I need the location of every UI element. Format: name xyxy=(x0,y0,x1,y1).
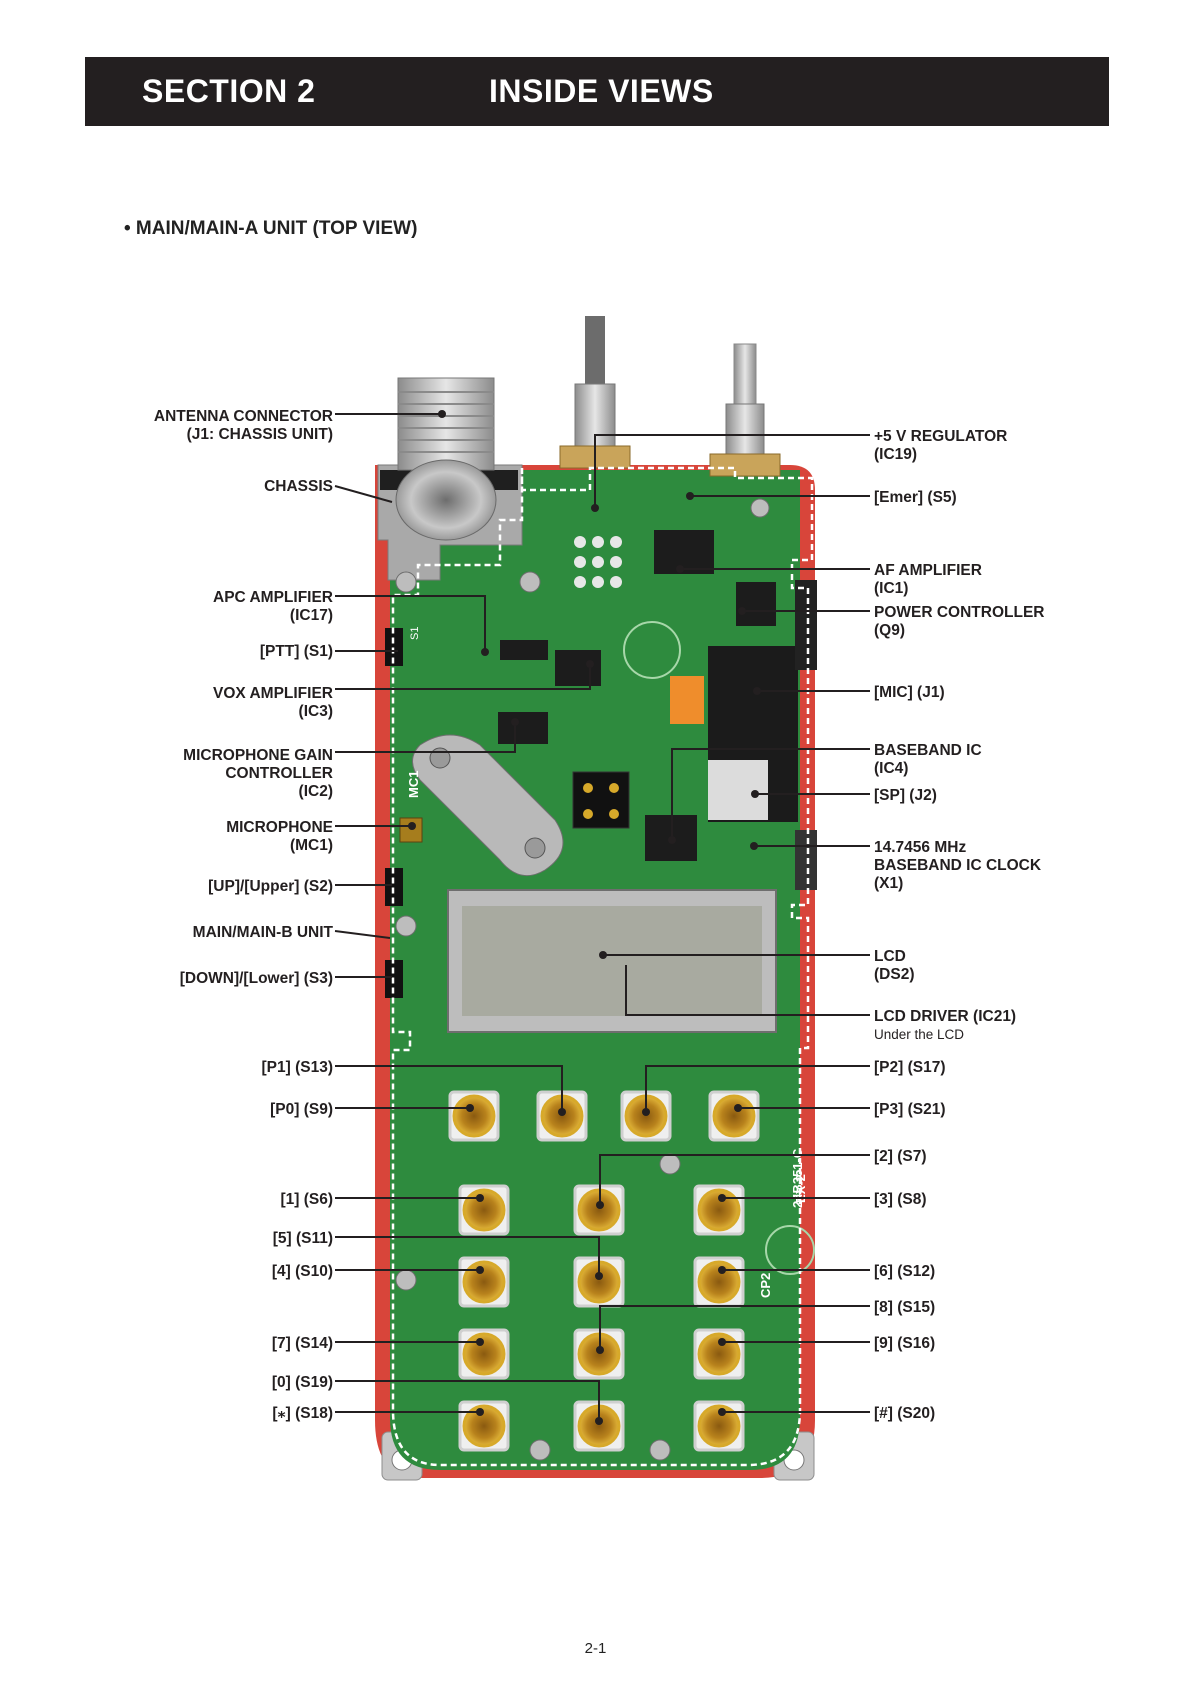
label-lcd-driver: LCD DRIVER (IC21) xyxy=(874,1008,1016,1025)
label-p2: [P2] (S17) xyxy=(874,1059,946,1076)
knob-shaft-1 xyxy=(585,316,605,386)
label-emer: [Emer] (S5) xyxy=(874,489,957,506)
label-key-2: [2] (S7) xyxy=(874,1148,927,1165)
label-key-8: [8] (S15) xyxy=(874,1299,935,1316)
label-power-controller: POWER CONTROLLER(Q9) xyxy=(874,604,1045,639)
unit-outline xyxy=(391,466,814,1467)
leader-dots xyxy=(408,410,761,1425)
silkscreen-cp2: CP2 xyxy=(758,1273,773,1298)
silkscreen-mc1: MC1 xyxy=(406,771,421,798)
label-5v-regulator: +5 V REGULATOR(IC19) xyxy=(874,428,1007,463)
label-sp-jack: [SP] (J2) xyxy=(874,787,937,804)
label-key-star: [⁎] (S18) xyxy=(272,1405,333,1422)
label-vox-amplifier: VOX AMPLIFIER(IC3) xyxy=(213,685,333,720)
label-chassis: CHASSIS xyxy=(264,478,333,495)
labels-right: +5 V REGULATOR(IC19) [Emer] (S5) AF AMPL… xyxy=(874,428,1045,1422)
label-p3: [P3] (S21) xyxy=(874,1101,946,1118)
pcb-illustration: S1 MC1 CP2 24B351-C EX-2 xyxy=(375,316,817,1481)
label-ptt: [PTT] (S1) xyxy=(260,643,333,660)
label-p0: [P0] (S9) xyxy=(270,1101,333,1118)
label-baseband-ic: BASEBAND IC(IC4) xyxy=(874,742,982,777)
page-number: 2-1 xyxy=(584,1640,607,1657)
section-title: INSIDE VIEWS xyxy=(489,73,714,109)
label-key-7: [7] (S14) xyxy=(272,1335,333,1352)
lcd-screen xyxy=(462,906,762,1016)
knob-shaft-2 xyxy=(733,343,757,405)
knob-body-2 xyxy=(725,403,765,455)
label-key-6: [6] (S12) xyxy=(874,1263,935,1280)
label-key-5: [5] (S11) xyxy=(273,1230,333,1247)
label-key-0: [0] (S19) xyxy=(272,1374,333,1391)
label-lcd: LCD(DS2) xyxy=(874,948,914,983)
label-key-hash: [#] (S20) xyxy=(874,1405,935,1422)
labels-left: ANTENNA CONNECTOR(J1: CHASSIS UNIT) CHAS… xyxy=(154,408,334,1422)
label-key-9: [9] (S16) xyxy=(874,1335,935,1352)
label-mic-jack: [MIC] (J1) xyxy=(874,684,945,701)
leader-lines xyxy=(334,413,870,1421)
microphone-element xyxy=(399,817,423,843)
label-antenna-connector: ANTENNA CONNECTOR(J1: CHASSIS UNIT) xyxy=(154,408,333,443)
antenna-connector-body xyxy=(397,377,495,471)
metal-bracket xyxy=(412,734,564,877)
label-p1: [P1] (S13) xyxy=(262,1059,334,1076)
label-key-3: [3] (S8) xyxy=(874,1191,927,1208)
label-key-4: [4] (S10) xyxy=(272,1263,333,1280)
label-af-amplifier: AF AMPLIFIER(IC1) xyxy=(874,562,982,597)
section-header: SECTION 2 INSIDE VIEWS xyxy=(85,57,1109,126)
section-number: SECTION 2 xyxy=(142,73,316,109)
figure-subtitle: • MAIN/MAIN-A UNIT (TOP VIEW) xyxy=(124,218,418,239)
label-main-b-unit: MAIN/MAIN-B UNIT xyxy=(193,924,334,941)
label-apc-amplifier: APC AMPLIFIER(IC17) xyxy=(213,589,333,624)
label-down-lower: [DOWN]/[Lower] (S3) xyxy=(180,970,333,987)
label-microphone: MICROPHONE(MC1) xyxy=(226,819,333,854)
label-key-1: [1] (S6) xyxy=(280,1191,333,1208)
label-lcd-driver-note: Under the LCD xyxy=(874,1027,964,1042)
silkscreen-s1: S1 xyxy=(409,627,421,640)
label-up-upper: [UP]/[Upper] (S2) xyxy=(208,878,333,895)
